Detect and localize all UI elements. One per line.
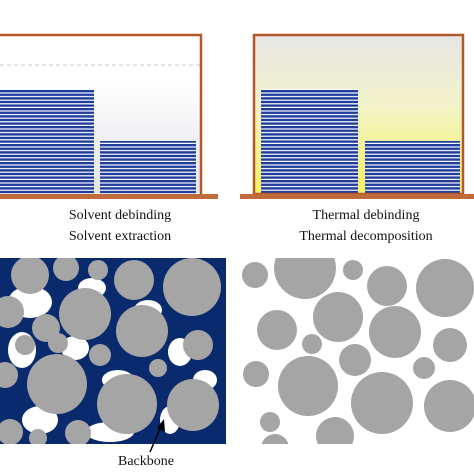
solvent-caption-line1: Solvent debinding bbox=[68, 208, 172, 223]
powder-particles-right bbox=[242, 258, 474, 444]
microstructure-powder-only bbox=[242, 258, 474, 444]
solvent-caption-line2: Solvent extraction bbox=[68, 229, 172, 244]
backbone-arrow bbox=[149, 419, 165, 453]
thermal-debinding-furnace bbox=[240, 33, 474, 199]
solvent-large-part bbox=[0, 90, 94, 194]
backbone-label: Backbone bbox=[118, 454, 174, 469]
solvent-tray bbox=[0, 194, 218, 199]
thermal-caption-line1: Thermal debinding bbox=[312, 208, 420, 223]
solvent-small-part bbox=[100, 141, 196, 194]
solvent-vessel-wall bbox=[0, 33, 203, 194]
thermal-small-part bbox=[365, 141, 460, 194]
thermal-caption-line2: Thermal decomposition bbox=[299, 229, 433, 244]
solvent-debinding-vessel bbox=[0, 33, 218, 199]
thermal-large-part bbox=[261, 89, 358, 194]
powder-particles-left bbox=[0, 258, 221, 444]
microstructure-with-backbone bbox=[0, 258, 226, 444]
thermal-tray bbox=[240, 194, 474, 199]
